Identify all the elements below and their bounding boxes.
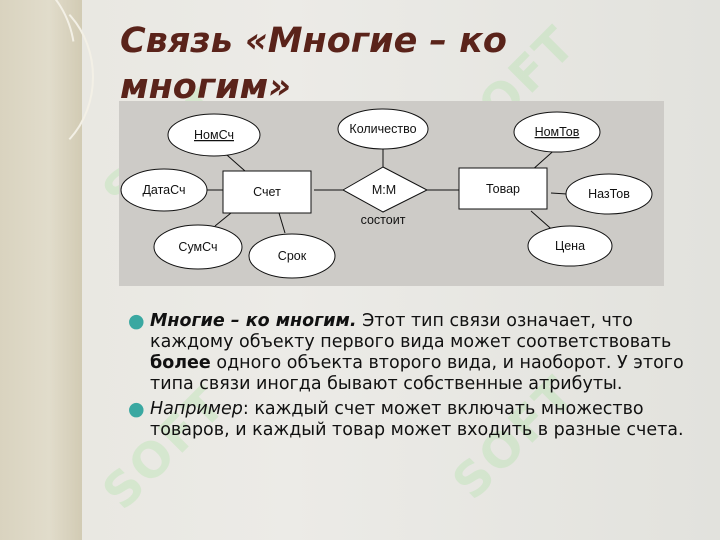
er-diagram: НомСч ДатаСч Счет СумСч Срок Количество xyxy=(119,101,664,286)
attribute-nomsch: НомСч xyxy=(167,113,261,157)
attribute-srok-label: Срок xyxy=(278,249,307,263)
attribute-srok: Срок xyxy=(248,233,336,279)
relationship-mm-label: М:М xyxy=(372,183,396,197)
bullet-emphasis: более xyxy=(150,353,211,373)
bullet-item: ● Например: каждый счет может включать м… xyxy=(128,399,688,441)
bullet-text: одного объекта второго вида, и наоборот.… xyxy=(150,353,684,394)
left-decorative-band xyxy=(0,0,115,540)
attribute-tsena: Цена xyxy=(527,225,613,267)
attribute-nomsch-label: НомСч xyxy=(194,128,234,142)
bullet-lead: Многие – ко многим. xyxy=(150,311,357,331)
attribute-datasch-label: ДатаСч xyxy=(142,183,185,197)
attribute-datasch: ДатаСч xyxy=(120,168,208,212)
bullet-list: ● Многие – ко многим. Этот тип связи озн… xyxy=(128,311,688,445)
attribute-tsena-label: Цена xyxy=(555,239,585,253)
bullet-dot-icon: ● xyxy=(128,310,145,332)
bullet-dot-icon: ● xyxy=(128,398,145,420)
relationship-sostoit: М:М состоит xyxy=(341,166,429,227)
bullet-item: ● Многие – ко многим. Этот тип связи озн… xyxy=(128,311,688,395)
bullet-lead: Например xyxy=(150,399,243,419)
entity-schet-label: Счет xyxy=(253,185,281,199)
entity-tovar-label: Товар xyxy=(486,182,520,196)
entity-schet: Счет xyxy=(222,170,312,214)
attribute-sumsch-label: СумСч xyxy=(178,240,217,254)
attribute-naztov: НазТов xyxy=(565,173,653,215)
attribute-sumsch: СумСч xyxy=(153,224,243,270)
attribute-nomtov: НомТов xyxy=(513,111,601,153)
attribute-kolichestvo: Количество xyxy=(337,108,429,150)
decorative-arc xyxy=(0,0,94,164)
er-diagram-svg: НомСч ДатаСч Счет СумСч Срок Количество xyxy=(120,108,653,279)
bullet-text: : каждый счет может включать множество т… xyxy=(150,399,684,440)
attribute-naztov-label: НазТов xyxy=(588,187,630,201)
relationship-name-label: состоит xyxy=(361,213,406,227)
bullet-text: Этот тип связи означает, что каждому объ… xyxy=(150,311,672,352)
attribute-kolichestvo-label: Количество xyxy=(349,122,416,136)
entity-tovar: Товар xyxy=(458,167,548,210)
attribute-nomtov-label: НомТов xyxy=(535,125,580,139)
slide-title: Связь «Многие – ко многим» xyxy=(120,21,507,107)
